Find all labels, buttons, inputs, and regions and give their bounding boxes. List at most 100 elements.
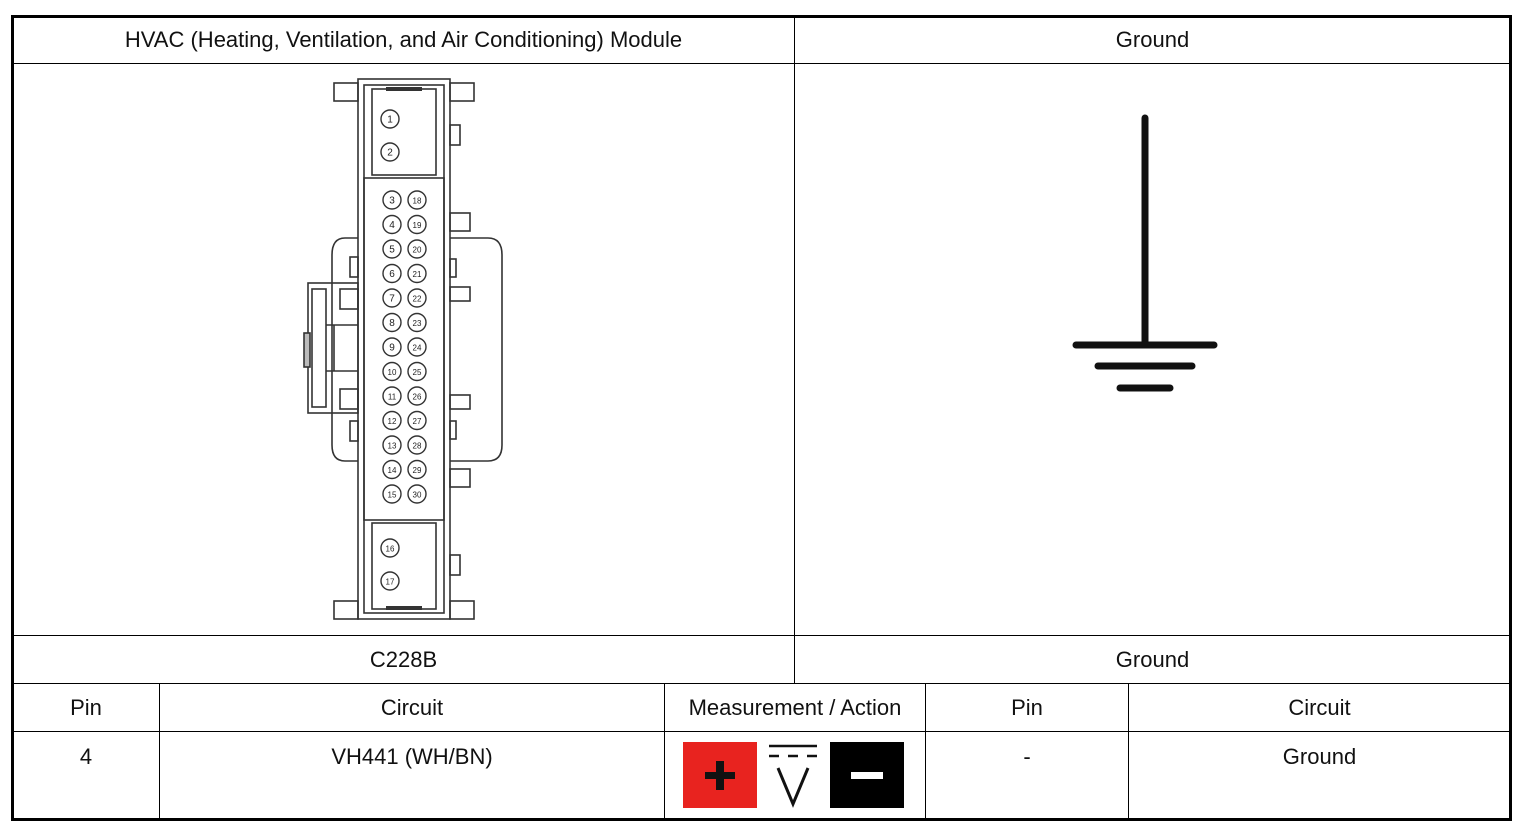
connector-pin: 8: [382, 312, 402, 333]
divider: [1128, 684, 1129, 819]
ground-label-text: Ground: [1115, 646, 1190, 672]
connector-pin: 5: [382, 239, 402, 259]
row-circuit-2: Ground: [1129, 744, 1510, 784]
svg-text:1: 1: [387, 115, 393, 126]
divider: [13, 731, 1510, 732]
connector-pin: 18: [407, 190, 427, 210]
connector-pin: 13: [382, 435, 402, 455]
divider: [664, 684, 665, 819]
svg-text:4: 4: [389, 220, 395, 231]
divider: [13, 635, 1510, 636]
header-circuit-2: Circuit: [1129, 684, 1510, 731]
svg-text:13: 13: [388, 442, 397, 451]
divider: [13, 63, 1510, 64]
svg-text:18: 18: [413, 197, 422, 206]
svg-text:27: 27: [413, 417, 422, 426]
row-pin-2: -: [926, 744, 1128, 784]
svg-text:10: 10: [388, 368, 397, 377]
svg-text:5: 5: [389, 245, 395, 256]
row-circuit-text: VH441 (WH/BN): [331, 744, 493, 769]
row-pin-text: 4: [79, 744, 93, 769]
svg-text:11: 11: [388, 393, 397, 402]
row-measurement: [665, 732, 925, 818]
ground-title: Ground: [795, 17, 1510, 63]
connector-pin: 10: [382, 361, 402, 382]
header-pin-2: Pin: [926, 684, 1128, 731]
connector-pin: 26: [407, 386, 427, 406]
connector-pin: 11: [382, 386, 402, 406]
svg-text:6: 6: [389, 269, 395, 280]
divider: [794, 17, 795, 683]
connector-pin: 17: [380, 571, 400, 591]
svg-text:12: 12: [388, 417, 397, 426]
connector-pin: 2: [380, 142, 400, 162]
svg-text:8: 8: [389, 318, 395, 329]
svg-text:7: 7: [389, 294, 395, 305]
connector-pin: 30: [407, 484, 427, 504]
header-circuit-2-text: Circuit: [1288, 694, 1351, 720]
svg-text:9: 9: [389, 343, 395, 354]
svg-text:24: 24: [413, 344, 422, 353]
ground-label: Ground: [795, 636, 1510, 683]
connector-pin: 4: [382, 214, 402, 235]
connector-pin: 27: [407, 410, 427, 431]
svg-text:29: 29: [413, 466, 422, 475]
header-pin-text: Pin: [70, 694, 102, 720]
pinout-table: [11, 15, 1512, 821]
connector-pin: 6: [382, 263, 402, 284]
header-circuit-text: Circuit: [380, 694, 444, 720]
connector-pin: 20: [407, 239, 427, 259]
svg-text:14: 14: [388, 466, 397, 475]
module-title-text: HVAC (Heating, Ventilation, and Air Cond…: [124, 27, 683, 52]
connector-pin: 7: [382, 288, 402, 308]
svg-text:21: 21: [413, 270, 422, 279]
connector-pin: 1: [380, 109, 400, 129]
header-measurement-text: Measurement / Action: [688, 694, 902, 720]
connector-pin: 21: [407, 263, 427, 284]
svg-text:3: 3: [389, 196, 395, 207]
connector-id-text: C228B: [369, 646, 438, 672]
header-pin-2-text: Pin: [1011, 694, 1043, 720]
svg-text:17: 17: [386, 578, 395, 587]
connector-pin: 29: [407, 459, 427, 480]
row-circuit-2-text: Ground: [1282, 744, 1357, 769]
svg-text:15: 15: [388, 491, 397, 500]
connector-pin: 28: [407, 435, 427, 455]
svg-text:30: 30: [413, 491, 422, 500]
row-pin: 4: [13, 744, 159, 784]
connector-pin: 25: [407, 361, 427, 382]
connector-pin: 3: [382, 190, 402, 210]
connector-pin: 14: [382, 459, 402, 480]
divider: [159, 684, 160, 819]
module-title: HVAC (Heating, Ventilation, and Air Cond…: [13, 17, 794, 63]
dc-voltage-icon: [769, 744, 817, 808]
ground-symbol-icon: [1072, 114, 1218, 392]
row-circuit: VH441 (WH/BN): [160, 744, 664, 784]
svg-text:16: 16: [386, 545, 395, 554]
divider: [13, 683, 1510, 684]
header-pin: Pin: [13, 684, 159, 731]
connector-pin: 22: [407, 288, 427, 308]
svg-text:28: 28: [413, 442, 422, 451]
svg-text:25: 25: [413, 368, 422, 377]
header-measurement: Measurement / Action: [665, 684, 925, 731]
svg-text:2: 2: [387, 148, 393, 159]
svg-text:26: 26: [413, 393, 422, 402]
connector-face-diagram: 1234567891011121314151819202122232425262…: [303, 78, 503, 620]
measurement-icons: [683, 742, 904, 808]
connector-pin: 15: [382, 484, 402, 504]
svg-text:19: 19: [413, 221, 422, 230]
positive-probe-icon: [683, 742, 757, 808]
negative-probe-icon: [830, 742, 904, 808]
svg-text:20: 20: [413, 246, 422, 255]
connector-pin: 16: [380, 538, 400, 558]
connector-pin: 12: [382, 410, 402, 431]
connector-pin: 9: [382, 337, 402, 357]
row-pin-2-text: -: [1023, 744, 1031, 769]
connector-pin: 23: [407, 312, 427, 333]
connector-pin: 19: [407, 214, 427, 235]
connector-id: C228B: [13, 636, 794, 683]
divider: [925, 684, 926, 819]
ground-title-text: Ground: [1115, 27, 1190, 52]
svg-text:23: 23: [413, 319, 422, 328]
